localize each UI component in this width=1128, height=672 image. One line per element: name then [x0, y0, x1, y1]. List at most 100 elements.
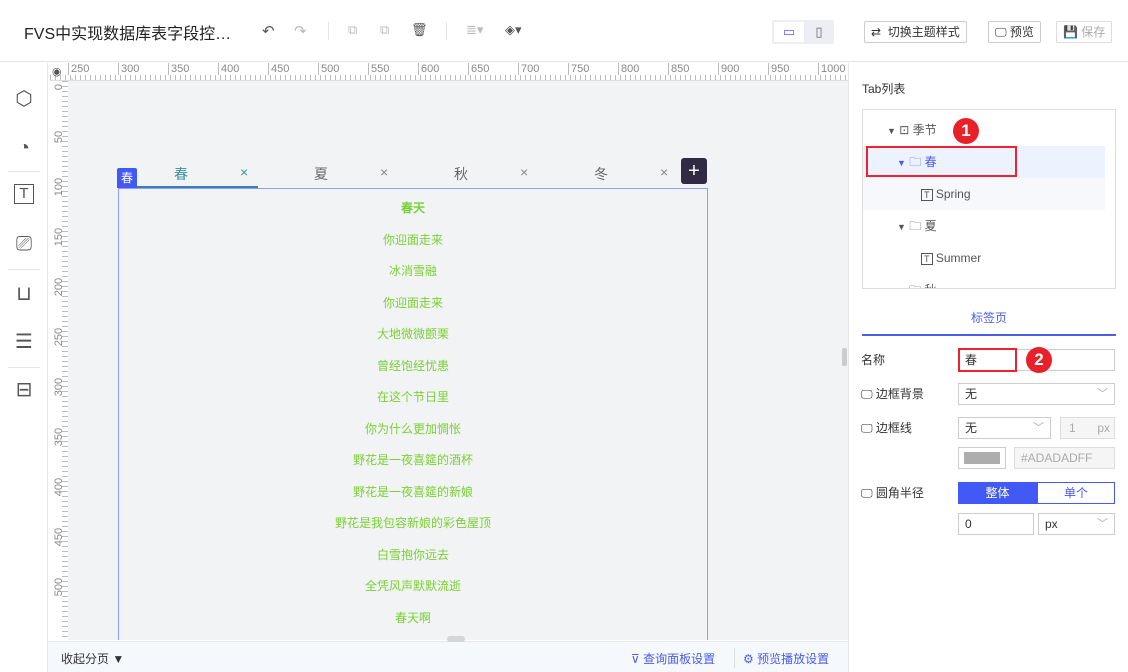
- radius-input[interactable]: 0: [958, 513, 1034, 535]
- divider: [446, 22, 447, 40]
- add-tab-button[interactable]: +: [681, 158, 707, 184]
- divider: [8, 171, 40, 172]
- divider: [8, 367, 40, 368]
- border-color-input[interactable]: #ADADADFF: [1014, 447, 1115, 469]
- tree-node-season[interactable]: ▼ ⊡ 季节: [863, 114, 1105, 146]
- tab-content: 春天你迎面走来冰消雪融你迎面走来大地微微颤栗曾经饱经忧患在这个节日里你为什么更加…: [118, 188, 708, 640]
- component-sidebar: ⬡ ◔ T ⎚ ⊔ ☰ ⊟: [0, 63, 48, 672]
- ruler-tick-label: 500: [318, 63, 340, 75]
- copy-icon[interactable]: ⧉: [348, 22, 358, 37]
- filter-icon: ⊽: [631, 652, 640, 666]
- preview-button[interactable]: 🖵 预览: [988, 21, 1041, 43]
- query-panel-settings[interactable]: ⊽ 查询面板设置: [631, 650, 715, 667]
- text-line: 在这个节日里: [376, 390, 449, 404]
- border-color-swatch[interactable]: [958, 447, 1006, 469]
- undo-icon[interactable]: ↶: [262, 23, 275, 40]
- ruler-tick-label: 800: [618, 63, 640, 75]
- redo-icon[interactable]: ↷: [294, 23, 307, 40]
- tab-1[interactable]: 春×: [118, 158, 258, 188]
- collapse-label: 收起分页: [61, 652, 110, 666]
- tree-node-summer-text[interactable]: T Summer: [863, 242, 1105, 274]
- layer-icon[interactable]: ◈▾: [505, 22, 522, 37]
- eye-icon[interactable]: ◉: [52, 66, 62, 78]
- ruler-tick-label: 400: [218, 63, 240, 75]
- close-icon[interactable]: ×: [660, 164, 669, 180]
- tree-node-label: Spring: [935, 187, 971, 201]
- design-canvas[interactable]: [68, 81, 848, 640]
- folder-icon: 🗀: [909, 155, 922, 169]
- text-line: 你迎面走来: [382, 232, 443, 247]
- border-bg-label: 边框背景: [875, 387, 924, 401]
- tree-node-spring-text[interactable]: T Spring: [863, 178, 1105, 210]
- ruler-tick-label: 550: [368, 63, 390, 75]
- ruler-tick-label: 350: [53, 427, 65, 447]
- ruler-tick-label: 200: [53, 277, 65, 297]
- close-icon[interactable]: ×: [240, 164, 249, 180]
- tree-node-autumn[interactable]: 🗀 秋: [863, 274, 1105, 288]
- horizontal-scrollbar[interactable]: [447, 636, 465, 642]
- text-line: 你为什么更加惆怅: [364, 421, 461, 436]
- annotation-marker-2: 2: [1026, 347, 1052, 373]
- tab-3[interactable]: 秋×: [398, 158, 538, 188]
- switch-theme-button[interactable]: ⇄ 切换主题样式: [864, 21, 967, 43]
- paste-icon[interactable]: ⧉: [380, 22, 390, 37]
- tree-node-spring[interactable]: ▼ 🗀 春: [863, 146, 1105, 178]
- monitor-icon: 🖵: [861, 387, 873, 401]
- component-cube-icon[interactable]: ⬡: [15, 88, 33, 110]
- radius-whole-button[interactable]: 整体: [958, 482, 1037, 504]
- mobile-icon[interactable]: ▯: [815, 24, 823, 39]
- ruler-tick-label: 850: [668, 63, 690, 75]
- tab-4[interactable]: 冬×: [538, 158, 678, 188]
- ruler-tick-label: 750: [568, 63, 590, 75]
- tab-container-icon: ⊡: [899, 123, 910, 137]
- monitor-icon: 🖵: [861, 486, 873, 500]
- desktop-icon[interactable]: ▭: [774, 22, 804, 42]
- video-icon[interactable]: ⎚: [16, 233, 32, 255]
- tab-widget[interactable]: 春天你迎面走来冰消雪融你迎面走来大地微微颤栗曾经饱经忧患在这个节日里你为什么更加…: [117, 158, 708, 640]
- color-swatch: [964, 452, 1000, 464]
- align-icon[interactable]: ≣▾: [466, 22, 484, 37]
- tree-node-label: 夏: [924, 219, 937, 233]
- tab-section-header[interactable]: 标签页: [970, 311, 1007, 325]
- collapse-pages-button[interactable]: 收起分页 ▼: [61, 650, 124, 667]
- ruler-tick-label: 950: [768, 63, 790, 75]
- archive-icon[interactable]: ⊟: [15, 379, 33, 401]
- trash-icon[interactable]: 🗑: [411, 22, 428, 37]
- panel-resize-handle[interactable]: [842, 348, 847, 366]
- radius-single-button[interactable]: 单个: [1037, 482, 1115, 504]
- annotation-marker-1: 1: [953, 118, 979, 144]
- close-icon[interactable]: ×: [380, 164, 389, 180]
- radius-unit-select[interactable]: px﹀: [1038, 513, 1115, 535]
- divider: [734, 648, 735, 668]
- tab-label: 秋: [454, 166, 468, 182]
- border-line-select[interactable]: 无﹀: [958, 417, 1051, 439]
- preview-label: 预览: [1009, 25, 1034, 39]
- ruler-tick-label: 450: [268, 63, 290, 75]
- save-button[interactable]: 💾 保存: [1056, 21, 1113, 43]
- text-icon: T: [921, 253, 933, 265]
- preview-play-settings[interactable]: ⚙ 预览播放设置: [743, 650, 829, 667]
- ruler-tick-label: 600: [418, 63, 440, 75]
- swap-icon: ⇄: [871, 25, 882, 39]
- tree-node-label: 春: [924, 155, 937, 169]
- table-icon[interactable]: ☰: [15, 331, 33, 353]
- text-line: 野花是一夜喜筵的酒杯: [352, 453, 473, 467]
- chart-pie-icon[interactable]: ◔: [17, 137, 31, 159]
- inbox-icon[interactable]: ⊔: [16, 283, 32, 305]
- close-icon[interactable]: ×: [520, 164, 529, 180]
- text-line: 白雪抱你远去: [376, 547, 449, 562]
- caret-down-icon: ▼: [887, 126, 896, 136]
- chevron-down-icon: ﹀: [1097, 388, 1108, 400]
- border-bg-select[interactable]: 无﹀: [958, 383, 1115, 405]
- tab-2[interactable]: 夏×: [258, 158, 398, 188]
- tree-node-summer[interactable]: ▼ 🗀 夏: [863, 210, 1105, 242]
- ruler-corner-label: 小: [68, 77, 76, 80]
- save-icon: 💾: [1063, 25, 1078, 39]
- monitor-icon: 🖵: [861, 421, 873, 435]
- text-icon[interactable]: T: [14, 184, 34, 204]
- selected-tab-badge: 春: [117, 168, 137, 188]
- tree-node-label: 秋: [924, 283, 936, 288]
- text-line: 春天: [400, 201, 425, 215]
